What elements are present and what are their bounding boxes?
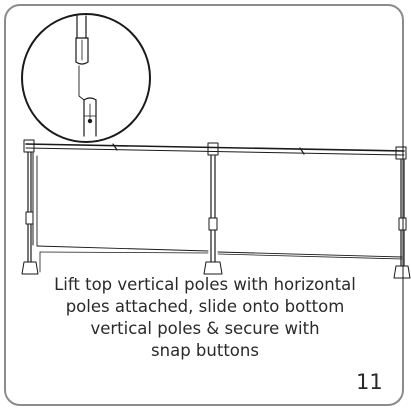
snap-button-icon xyxy=(87,118,93,124)
detail-circle xyxy=(21,13,151,143)
step-number: 11 xyxy=(356,370,383,394)
instruction-line: poles attached, slide onto bottom xyxy=(65,297,345,316)
instruction-line: Lift top vertical poles with horizontal xyxy=(54,275,356,294)
frame-assembly xyxy=(21,139,411,279)
detail-inset xyxy=(21,13,151,143)
instruction-card xyxy=(4,4,404,406)
instruction-line: vertical poles & secure with xyxy=(90,319,320,338)
instruction-text: Lift top vertical poles with horizontal … xyxy=(30,274,380,362)
instruction-line: snap buttons xyxy=(151,341,259,360)
